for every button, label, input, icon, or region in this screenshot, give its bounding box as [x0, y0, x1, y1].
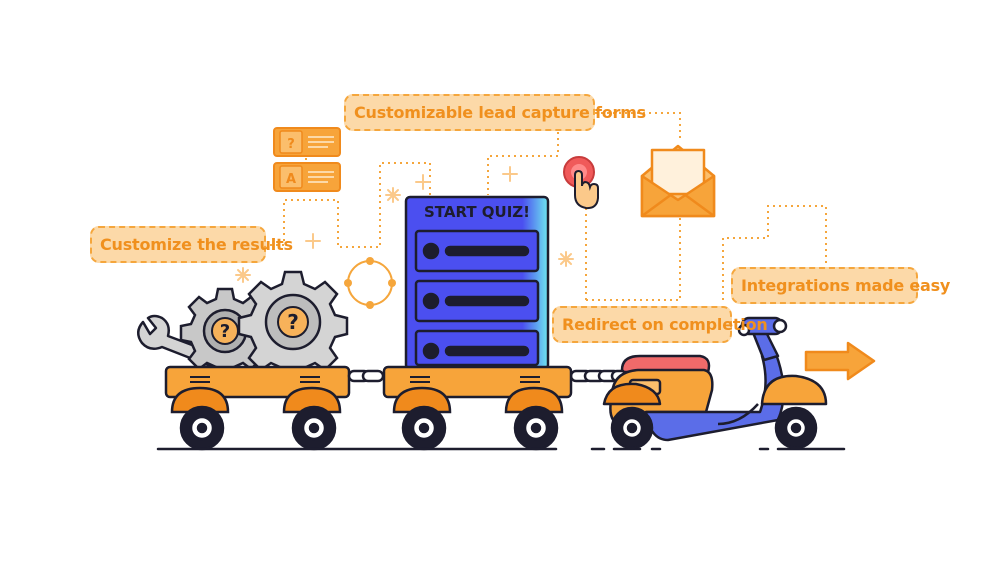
arrow-right-icon: [804, 341, 876, 381]
ring-decoration: [344, 257, 396, 309]
quiz-screen: [404, 195, 550, 371]
answer-card-icon: A: [273, 162, 341, 192]
quiz-option: [414, 279, 540, 323]
envelope-icon: [640, 144, 716, 218]
cart-left: [164, 365, 351, 451]
label-lead-capture-forms: Customizable lead capture forms: [344, 94, 646, 131]
label-integrations: Integrations made easy: [731, 267, 950, 304]
label-redirect-on-completion: Redirect on completion: [552, 306, 768, 343]
quiz-option: [414, 329, 540, 367]
quiz-screen-title: START QUIZ!: [423, 203, 531, 221]
svg-text:A: A: [286, 172, 296, 187]
svg-text:?: ?: [287, 310, 299, 334]
gear-icon: ? ?: [179, 270, 349, 382]
label-customize-results: Customize the results: [90, 226, 293, 263]
svg-text:?: ?: [220, 321, 230, 342]
tap-button-icon: [563, 156, 599, 210]
connector-lines: [268, 112, 827, 301]
question-card-icon: ?: [273, 127, 341, 157]
cart-middle: [382, 365, 573, 451]
sparkle-decorations: [235, 166, 574, 283]
svg-text:?: ?: [287, 137, 295, 152]
scooter: [602, 316, 828, 450]
quiz-option: [414, 229, 540, 273]
